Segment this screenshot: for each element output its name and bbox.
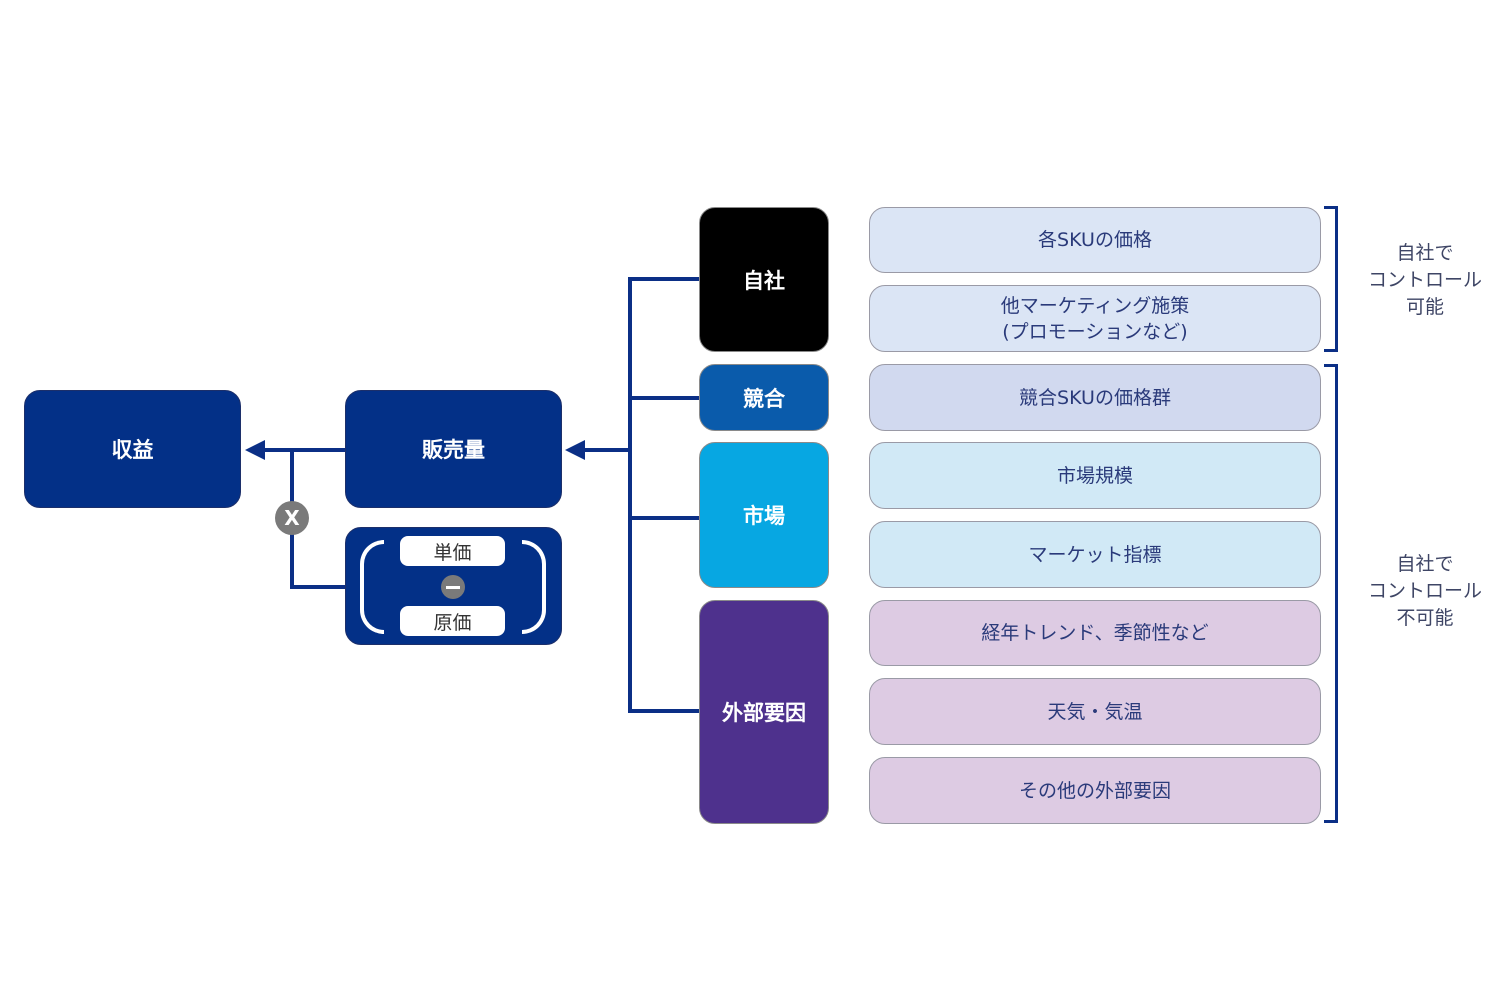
factor-market-indicators: マーケット指標 <box>869 521 1321 588</box>
bracket-controllable <box>1324 206 1338 352</box>
category-competitor: 競合 <box>699 364 829 431</box>
category-market: 市場 <box>699 442 829 588</box>
bracket-controllable-label: 自社で コントロール 可能 <box>1367 242 1482 318</box>
connector-own <box>628 277 700 281</box>
bracket-uncontrollable-label: 自社で コントロール 不可能 <box>1367 553 1482 629</box>
factor-label: 市場規模 <box>1056 464 1133 487</box>
multiply-operator-icon: X <box>275 501 309 535</box>
connector-trunk <box>628 277 632 713</box>
category-own: 自社 <box>699 207 829 352</box>
minus-operator-icon <box>441 575 465 599</box>
connector-revenue-sales <box>262 448 346 452</box>
multiply-operator-label: X <box>284 506 300 530</box>
factor-sku-price: 各SKUの価格 <box>869 207 1321 273</box>
connector-market <box>628 516 700 520</box>
sales-volume-label: 販売量 <box>422 438 485 462</box>
connector-competitor <box>628 396 700 400</box>
arrow-head-revenue-icon <box>245 440 265 460</box>
factor-weather: 天気・気温 <box>869 678 1321 745</box>
factor-label: 天気・気温 <box>1047 700 1143 723</box>
cost-price-pill: 原価 <box>400 606 505 636</box>
factor-label: 競合SKUの価格群 <box>1019 386 1171 409</box>
category-competitor-label: 競合 <box>743 386 785 411</box>
factor-market-size: 市場規模 <box>869 442 1321 509</box>
bracket-uncontrollable <box>1324 364 1338 823</box>
unit-price-label: 単価 <box>433 541 472 564</box>
arrow-head-sales-icon <box>565 440 585 460</box>
unit-price-pill: 単価 <box>400 536 505 566</box>
category-own-label: 自社 <box>743 268 785 293</box>
connector-external <box>628 709 700 713</box>
category-external: 外部要因 <box>699 600 829 824</box>
factor-label: 各SKUの価格 <box>1038 229 1152 251</box>
category-external-label: 外部要因 <box>722 701 806 725</box>
factor-competitor-prices: 競合SKUの価格群 <box>869 364 1321 431</box>
left-paren-icon <box>360 540 384 634</box>
connector-margin-horizontal <box>290 585 346 589</box>
factor-label: その他の外部要因 <box>1018 779 1171 802</box>
connector-sales-factors <box>583 448 631 452</box>
category-market-label: 市場 <box>743 504 785 528</box>
factor-label: 経年トレンド、季節性など <box>981 622 1209 644</box>
factor-other-external: その他の外部要因 <box>869 757 1321 824</box>
cost-price-label: 原価 <box>433 611 472 634</box>
factor-label: 他マーケティング施策 (プロモーションなど) <box>1000 294 1190 343</box>
revenue-node: 収益 <box>24 390 241 508</box>
factor-trend-seasonality: 経年トレンド、季節性など <box>869 600 1321 666</box>
revenue-label: 収益 <box>111 438 154 462</box>
sales-volume-node: 販売量 <box>345 390 562 508</box>
factor-other-marketing: 他マーケティング施策 (プロモーションなど) <box>869 285 1321 352</box>
right-paren-icon <box>522 540 546 634</box>
factor-label: マーケット指標 <box>1028 543 1162 566</box>
